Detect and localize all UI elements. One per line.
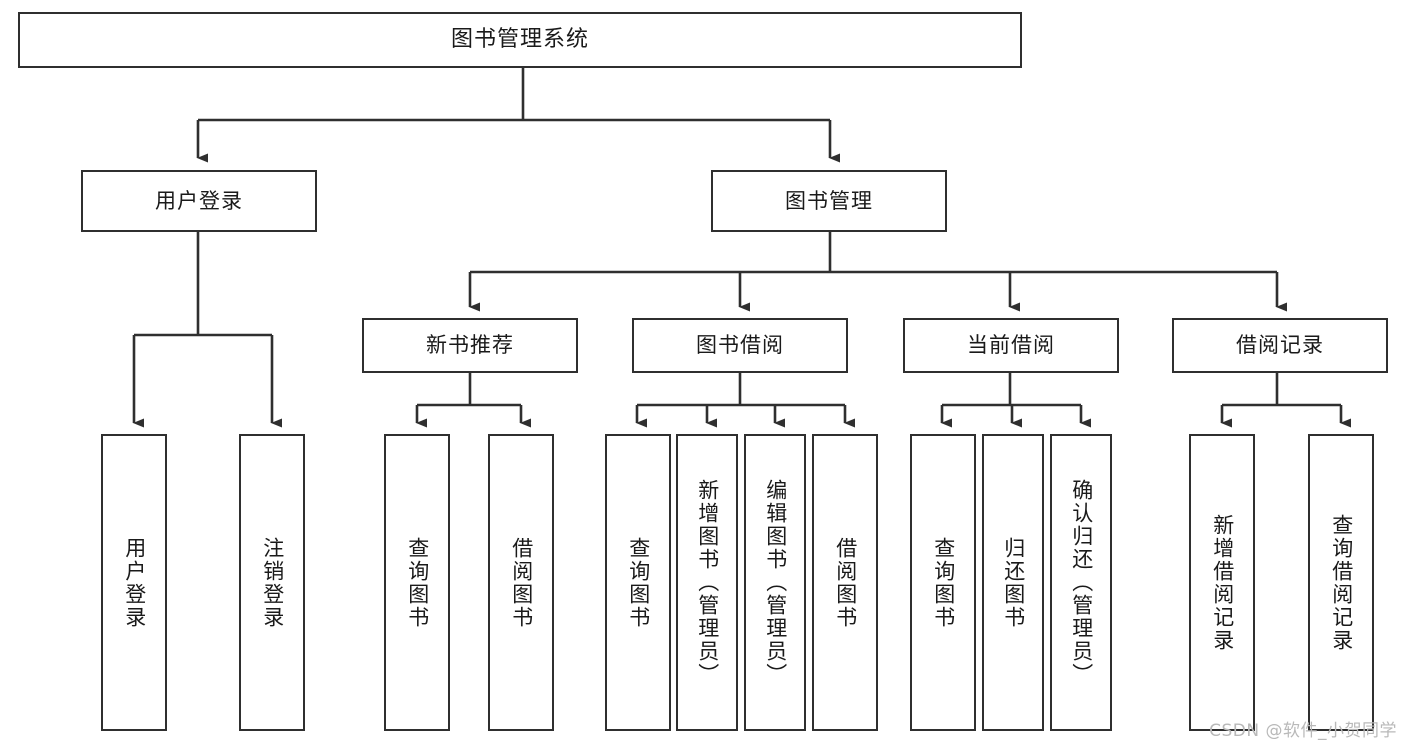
leaf-query-book-3-label: 查询图书 [931, 536, 956, 629]
node-root-label: 图书管理系统 [450, 27, 589, 53]
node-borrow-record-label: 借阅记录 [1236, 333, 1324, 358]
leaf-add-book-label: 新增图书（管理员） [695, 479, 720, 686]
leaf-query-book-2-label: 查询图书 [626, 536, 651, 629]
node-book-borrow-label: 图书借阅 [696, 333, 784, 358]
leaf-borrow-book-1-label: 借阅图书 [509, 536, 534, 629]
leaf-add-book[interactable]: 新增图书（管理员） [676, 434, 738, 731]
leaf-logout-label: 注销登录 [260, 536, 285, 629]
leaf-add-record-label: 新增借阅记录 [1210, 513, 1235, 652]
leaf-query-book-1[interactable]: 查询图书 [384, 434, 450, 731]
node-new-book-recommend-label: 新书推荐 [426, 333, 514, 358]
node-user-login[interactable]: 用户登录 [81, 170, 317, 232]
node-new-book-recommend[interactable]: 新书推荐 [362, 318, 578, 373]
node-book-manage[interactable]: 图书管理 [711, 170, 947, 232]
leaf-edit-book-label: 编辑图书（管理员） [763, 479, 788, 686]
leaf-return-book[interactable]: 归还图书 [982, 434, 1044, 731]
leaf-confirm-return[interactable]: 确认归还（管理员） [1050, 434, 1112, 731]
leaf-user-login-label: 用户登录 [122, 536, 147, 629]
leaf-query-book-2[interactable]: 查询图书 [605, 434, 671, 731]
leaf-query-record-label: 查询借阅记录 [1329, 513, 1354, 652]
leaf-query-book-1-label: 查询图书 [405, 536, 430, 629]
node-borrow-record[interactable]: 借阅记录 [1172, 318, 1388, 373]
node-book-borrow[interactable]: 图书借阅 [632, 318, 848, 373]
node-current-borrow[interactable]: 当前借阅 [903, 318, 1119, 373]
leaf-add-record[interactable]: 新增借阅记录 [1189, 434, 1255, 731]
leaf-borrow-book-2-label: 借阅图书 [833, 536, 858, 629]
leaf-logout[interactable]: 注销登录 [239, 434, 305, 731]
watermark: CSDN @软件_小贺同学 [1209, 721, 1397, 741]
node-book-manage-label: 图书管理 [785, 188, 873, 213]
node-user-login-label: 用户登录 [155, 188, 243, 213]
leaf-confirm-return-label: 确认归还（管理员） [1069, 479, 1094, 686]
node-current-borrow-label: 当前借阅 [967, 333, 1055, 358]
leaf-return-book-label: 归还图书 [1001, 536, 1026, 629]
leaf-user-login[interactable]: 用户登录 [101, 434, 167, 731]
leaf-borrow-book-1[interactable]: 借阅图书 [488, 434, 554, 731]
leaf-query-book-3[interactable]: 查询图书 [910, 434, 976, 731]
leaf-query-record[interactable]: 查询借阅记录 [1308, 434, 1374, 731]
leaf-edit-book[interactable]: 编辑图书（管理员） [744, 434, 806, 731]
node-root[interactable]: 图书管理系统 [18, 12, 1022, 68]
leaf-borrow-book-2[interactable]: 借阅图书 [812, 434, 878, 731]
